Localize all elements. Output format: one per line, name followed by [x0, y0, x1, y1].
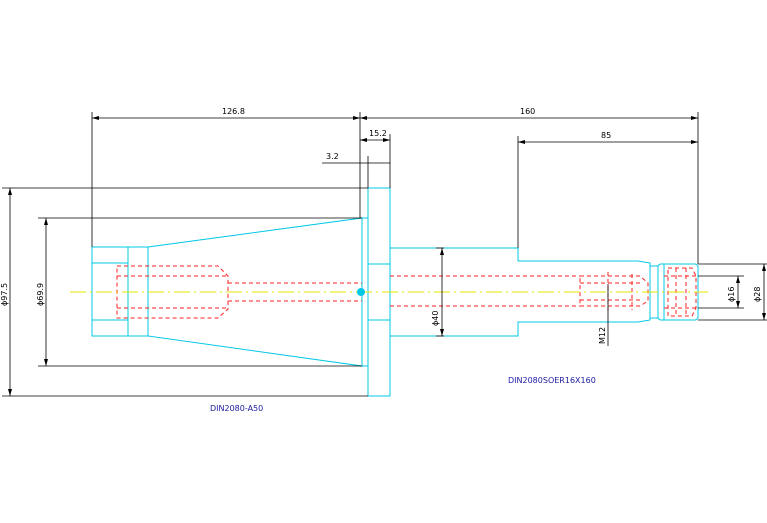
- dim-diameter-16: ϕ16: [727, 287, 736, 302]
- dim-diameter-40: ϕ40: [431, 311, 440, 326]
- dim-length-15-2: 15.2: [369, 129, 387, 138]
- dim-length-85: 85: [601, 131, 611, 140]
- part-label-taper-holder: DIN2080-A50: [210, 404, 263, 413]
- dim-length-160: 160: [520, 107, 535, 116]
- part-label-collet-chuck: DIN2080SOER16X160: [508, 376, 596, 385]
- gauge-point-marker: [357, 288, 365, 296]
- dimension-lines: [2, 112, 767, 397]
- dim-length-3-2: 3.2: [326, 152, 339, 161]
- dimension-arrows: [8, 116, 766, 396]
- taper-end-outline: [91, 246, 149, 337]
- taper-bore-hidden: [116, 265, 229, 319]
- dim-diameter-97-5: ϕ97.5: [0, 283, 9, 306]
- dim-length-126-8: 126.8: [222, 107, 245, 116]
- hidden-lines: [116, 265, 697, 319]
- dim-diameter-28: ϕ28: [753, 287, 762, 302]
- dim-diameter-69-9: ϕ69.9: [36, 283, 45, 306]
- dim-thread-m12: M12: [598, 327, 607, 344]
- thread-bore-hidden: [579, 275, 649, 307]
